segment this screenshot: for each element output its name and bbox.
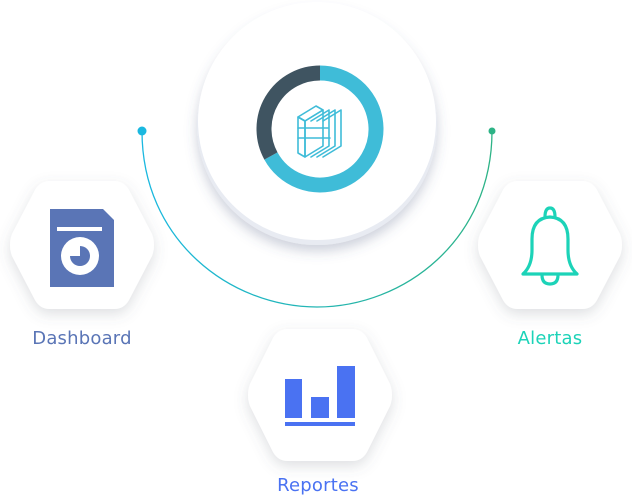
reportes-hexagon [248,329,392,461]
alertas-label[interactable]: Alertas [517,328,583,349]
reportes-card[interactable] [248,329,392,461]
center-donut-ring [256,65,384,193]
dashboard-label[interactable]: Dashboard [32,328,132,349]
center-hub [197,2,437,245]
alertas-card[interactable] [478,181,622,309]
stacked-layers-logo-icon [297,105,342,158]
donut-segment [256,65,321,160]
bar-chart-icon [285,366,355,426]
alertas-hexagon [478,181,622,309]
dashboard-card[interactable] [10,181,154,309]
arc-endpoint-right [488,127,496,135]
bell-icon [521,206,579,286]
arc-endpoint-left [137,126,147,136]
dashboard-report-icon [50,209,114,287]
donut-segment [264,65,384,193]
connector-arc [141,130,493,308]
reportes-label[interactable]: Reportes [277,475,359,496]
